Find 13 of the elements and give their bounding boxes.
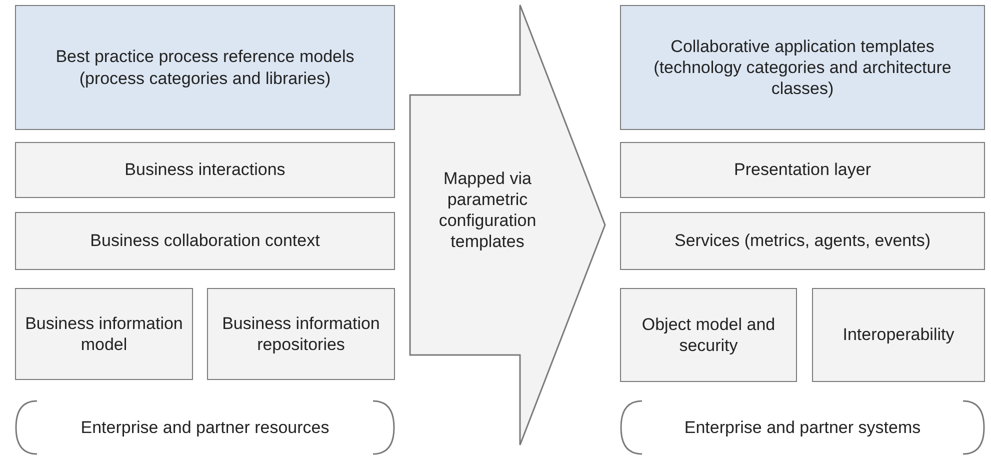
arrow-label: Mapped via parametric configuration templates [438,168,538,252]
resource-label: Enterprise and partner resources [80,416,330,438]
layer-box: Collaborative application templates (technology categories and architecture classes) [620,5,985,130]
layer-box: Presentation layer [620,142,985,198]
layer-box: Interoperability [812,288,985,382]
resource-label: Enterprise and partner systems [684,416,921,438]
layer-box: Best practice process reference models (process categories and libraries) [15,5,395,130]
layer-box: Object model and security [620,288,797,382]
layer-box: Business information model [15,288,193,380]
layer-box: Business collaboration context [15,212,395,270]
layer-box: Business information repositories [207,288,395,380]
layer-box: Services (metrics, agents, events) [620,212,985,270]
layer-box: Business interactions [15,142,395,198]
